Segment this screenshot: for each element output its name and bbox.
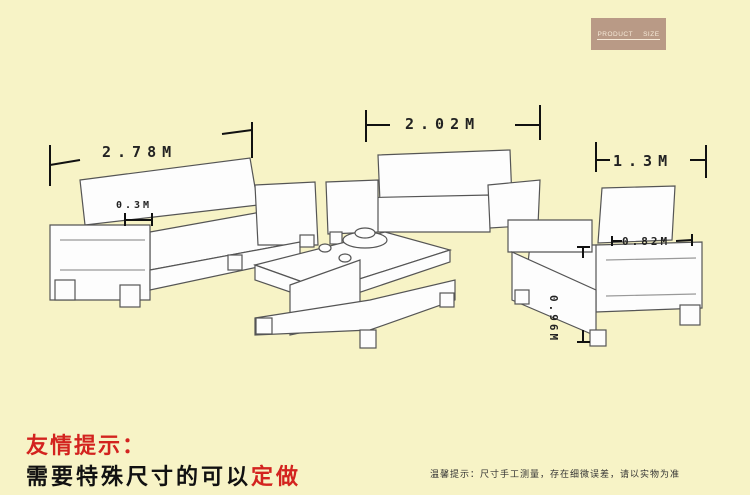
dim-line-two-seat: [365, 105, 541, 142]
dim-line-three-seat: [49, 122, 253, 186]
dim-line-single-height: [577, 246, 590, 343]
custom-size-text: 需要特殊尺寸的可以: [26, 464, 252, 490]
custom-made-highlight: 定做: [251, 464, 302, 490]
dim-three-seat-armrest: 0.3M: [116, 200, 153, 211]
badge-underline: [597, 39, 660, 40]
dim-three-seat-length: 2.78M: [102, 143, 178, 161]
dim-single-length: 1.3M: [613, 152, 674, 170]
three-seat-sofa: [49, 157, 319, 308]
badge-size-label: SIZE: [643, 30, 660, 38]
dim-two-seat-length: 2.02M: [405, 115, 481, 133]
badge-product-label: PRODUCT: [597, 30, 634, 38]
two-seat-sofa: [325, 149, 541, 245]
single-chair: [507, 185, 703, 347]
custom-size-notice: 需要特殊尺寸的可以定做: [26, 459, 301, 491]
dim-line-armrest: [124, 213, 153, 226]
measurement-note: 温馨提示：尺寸手工测量，存在细微误差，请以实物为准: [430, 470, 681, 480]
dim-single-depth: 0.82M: [622, 235, 671, 248]
coffee-table: [252, 227, 456, 349]
dim-line-single-width: [595, 142, 707, 178]
dim-line-single-depth: [611, 234, 693, 246]
friendly-tip-title: 友情提示：: [26, 433, 147, 459]
product-size-badge: PRODUCT SIZE: [591, 18, 666, 50]
dim-single-height: 0.96M: [547, 295, 560, 344]
